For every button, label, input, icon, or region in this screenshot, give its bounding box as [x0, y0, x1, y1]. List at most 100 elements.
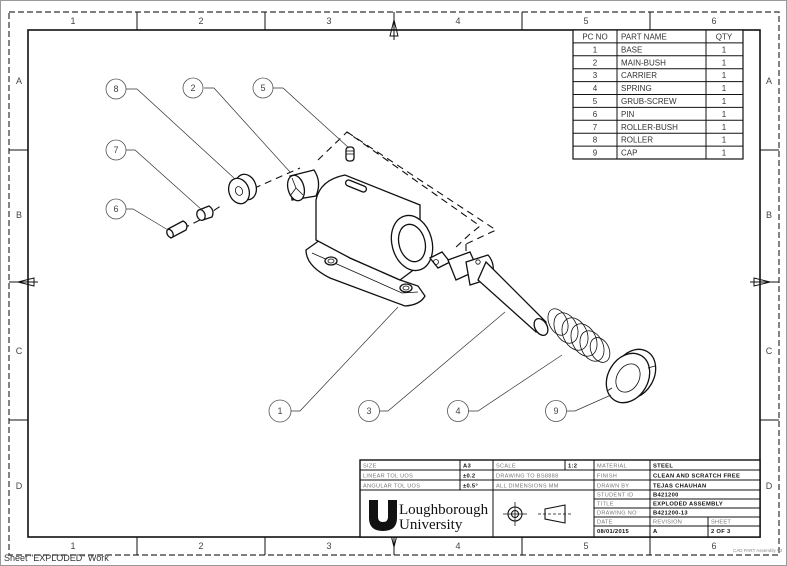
parts-list-row: 7 ROLLER-BUSH 1 [593, 123, 727, 132]
balloon-1: 1 [268, 399, 292, 423]
part-number: 7 [593, 123, 598, 132]
balloon-3: 3 [358, 400, 380, 422]
zone-row-a: A [766, 76, 772, 86]
part-qty: 1 [722, 58, 727, 67]
part-name: BASE [621, 45, 642, 54]
part-qty: 1 [722, 123, 727, 132]
zone-row-d: D [766, 481, 773, 491]
part-roller [227, 173, 258, 205]
svg-text:8: 8 [113, 84, 118, 94]
drawn-by-label: DRAWN BY [597, 484, 629, 490]
zone-dividers [9, 12, 779, 555]
zone-row-c: C [16, 346, 23, 356]
svg-text:7: 7 [113, 145, 118, 155]
finish-label: FINISH [597, 474, 617, 480]
part-pin [166, 220, 188, 239]
zone-col-1: 1 [70, 16, 75, 26]
part-name: GRUB-SCREW [621, 97, 677, 106]
size-label: SIZE [363, 464, 377, 470]
material-label: MATERIAL [597, 464, 627, 470]
part-base [305, 174, 434, 307]
balloon-5: 5 [252, 77, 274, 99]
zone-col-3: 3 [326, 16, 331, 26]
date-label: DATE [597, 520, 613, 526]
sheet-tab-label[interactable]: Sheet "EXPLODED" Work [4, 553, 109, 563]
part-number: 4 [593, 84, 598, 93]
revision-label: REVISION [653, 520, 682, 526]
standard-note: DRAWING TO BS8888 [496, 474, 559, 480]
part-qty: 1 [722, 110, 727, 119]
third-angle-projection-icon [503, 502, 572, 526]
part-qty: 1 [722, 84, 727, 93]
balloons: 8 2 5 7 6 1 3 4 9 [105, 77, 567, 423]
zone-row-c: C [766, 346, 773, 356]
balloon-8: 8 [105, 78, 127, 100]
part-name: ROLLER [621, 136, 653, 145]
material-value: STEEL [653, 464, 673, 470]
part-number: 8 [593, 136, 598, 145]
zone-col-3: 3 [326, 541, 331, 551]
zone-row-d: D [16, 481, 23, 491]
svg-text:4: 4 [455, 406, 460, 416]
student-id-value: B421200 [653, 493, 679, 499]
logo-line-1: Loughborough [399, 502, 489, 518]
part-number: 2 [593, 58, 598, 67]
balloon-leaders [126, 87, 612, 412]
zone-column-labels-bottom: 1 2 3 4 5 6 [70, 541, 716, 551]
title-value: EXPLODED ASSEMBLY [653, 502, 723, 508]
zone-col-2: 2 [198, 541, 203, 551]
scale-label: SCALE [496, 464, 516, 470]
balloon-4: 4 [447, 400, 469, 422]
part-cap [605, 348, 657, 404]
svg-text:3: 3 [366, 406, 371, 416]
svg-text:9: 9 [553, 406, 558, 416]
zone-col-2: 2 [198, 16, 203, 26]
finish-value: CLEAN AND SCRATCH FREE [653, 474, 740, 480]
part-name: PIN [621, 110, 635, 119]
zone-col-6: 6 [711, 16, 716, 26]
drawing-no-label: DRAWING NO [597, 511, 637, 517]
balloon-2: 2 [182, 77, 204, 99]
centre-marker-right [750, 277, 779, 287]
balloon-7: 7 [105, 139, 127, 161]
zone-row-b: B [16, 210, 22, 220]
revision-value: A [653, 529, 658, 535]
part-number: 6 [593, 110, 598, 119]
part-qty: 1 [722, 71, 727, 80]
zone-col-5: 5 [583, 16, 588, 26]
zone-row-labels-right: A B C D [766, 76, 773, 491]
zone-col-5: 5 [583, 541, 588, 551]
angular-tol-value: ±0.5° [463, 484, 478, 490]
zone-col-1: 1 [70, 541, 75, 551]
zone-col-4: 4 [455, 16, 460, 26]
part-name: ROLLER-BUSH [621, 123, 678, 132]
sheet-label: SHEET [711, 520, 731, 526]
part-qty: 1 [722, 45, 727, 54]
student-id-label: STUDENT ID [597, 493, 633, 499]
part-name: MAIN-BUSH [621, 58, 666, 67]
part-number: 9 [593, 149, 598, 158]
parts-list-row: 6 PIN 1 [593, 110, 727, 119]
part-number: 1 [593, 45, 598, 54]
part-carrier [428, 251, 549, 337]
header-pc-no: PC NO [582, 33, 607, 42]
title-label: TITLE [597, 502, 614, 508]
exploded-view [166, 131, 657, 404]
part-name: CARRIER [621, 71, 657, 80]
part-name: CAP [621, 149, 637, 158]
svg-text:5: 5 [260, 83, 265, 93]
part-grub-screw [345, 146, 355, 162]
drawing-no-value: B421200-13 [653, 511, 688, 517]
zone-column-labels-top: 1 2 3 4 5 6 [70, 16, 716, 26]
scale-value: 1:2 [568, 464, 577, 470]
centre-marker-top [389, 12, 399, 40]
part-roller-bush [196, 205, 214, 221]
svg-text:2: 2 [190, 83, 195, 93]
